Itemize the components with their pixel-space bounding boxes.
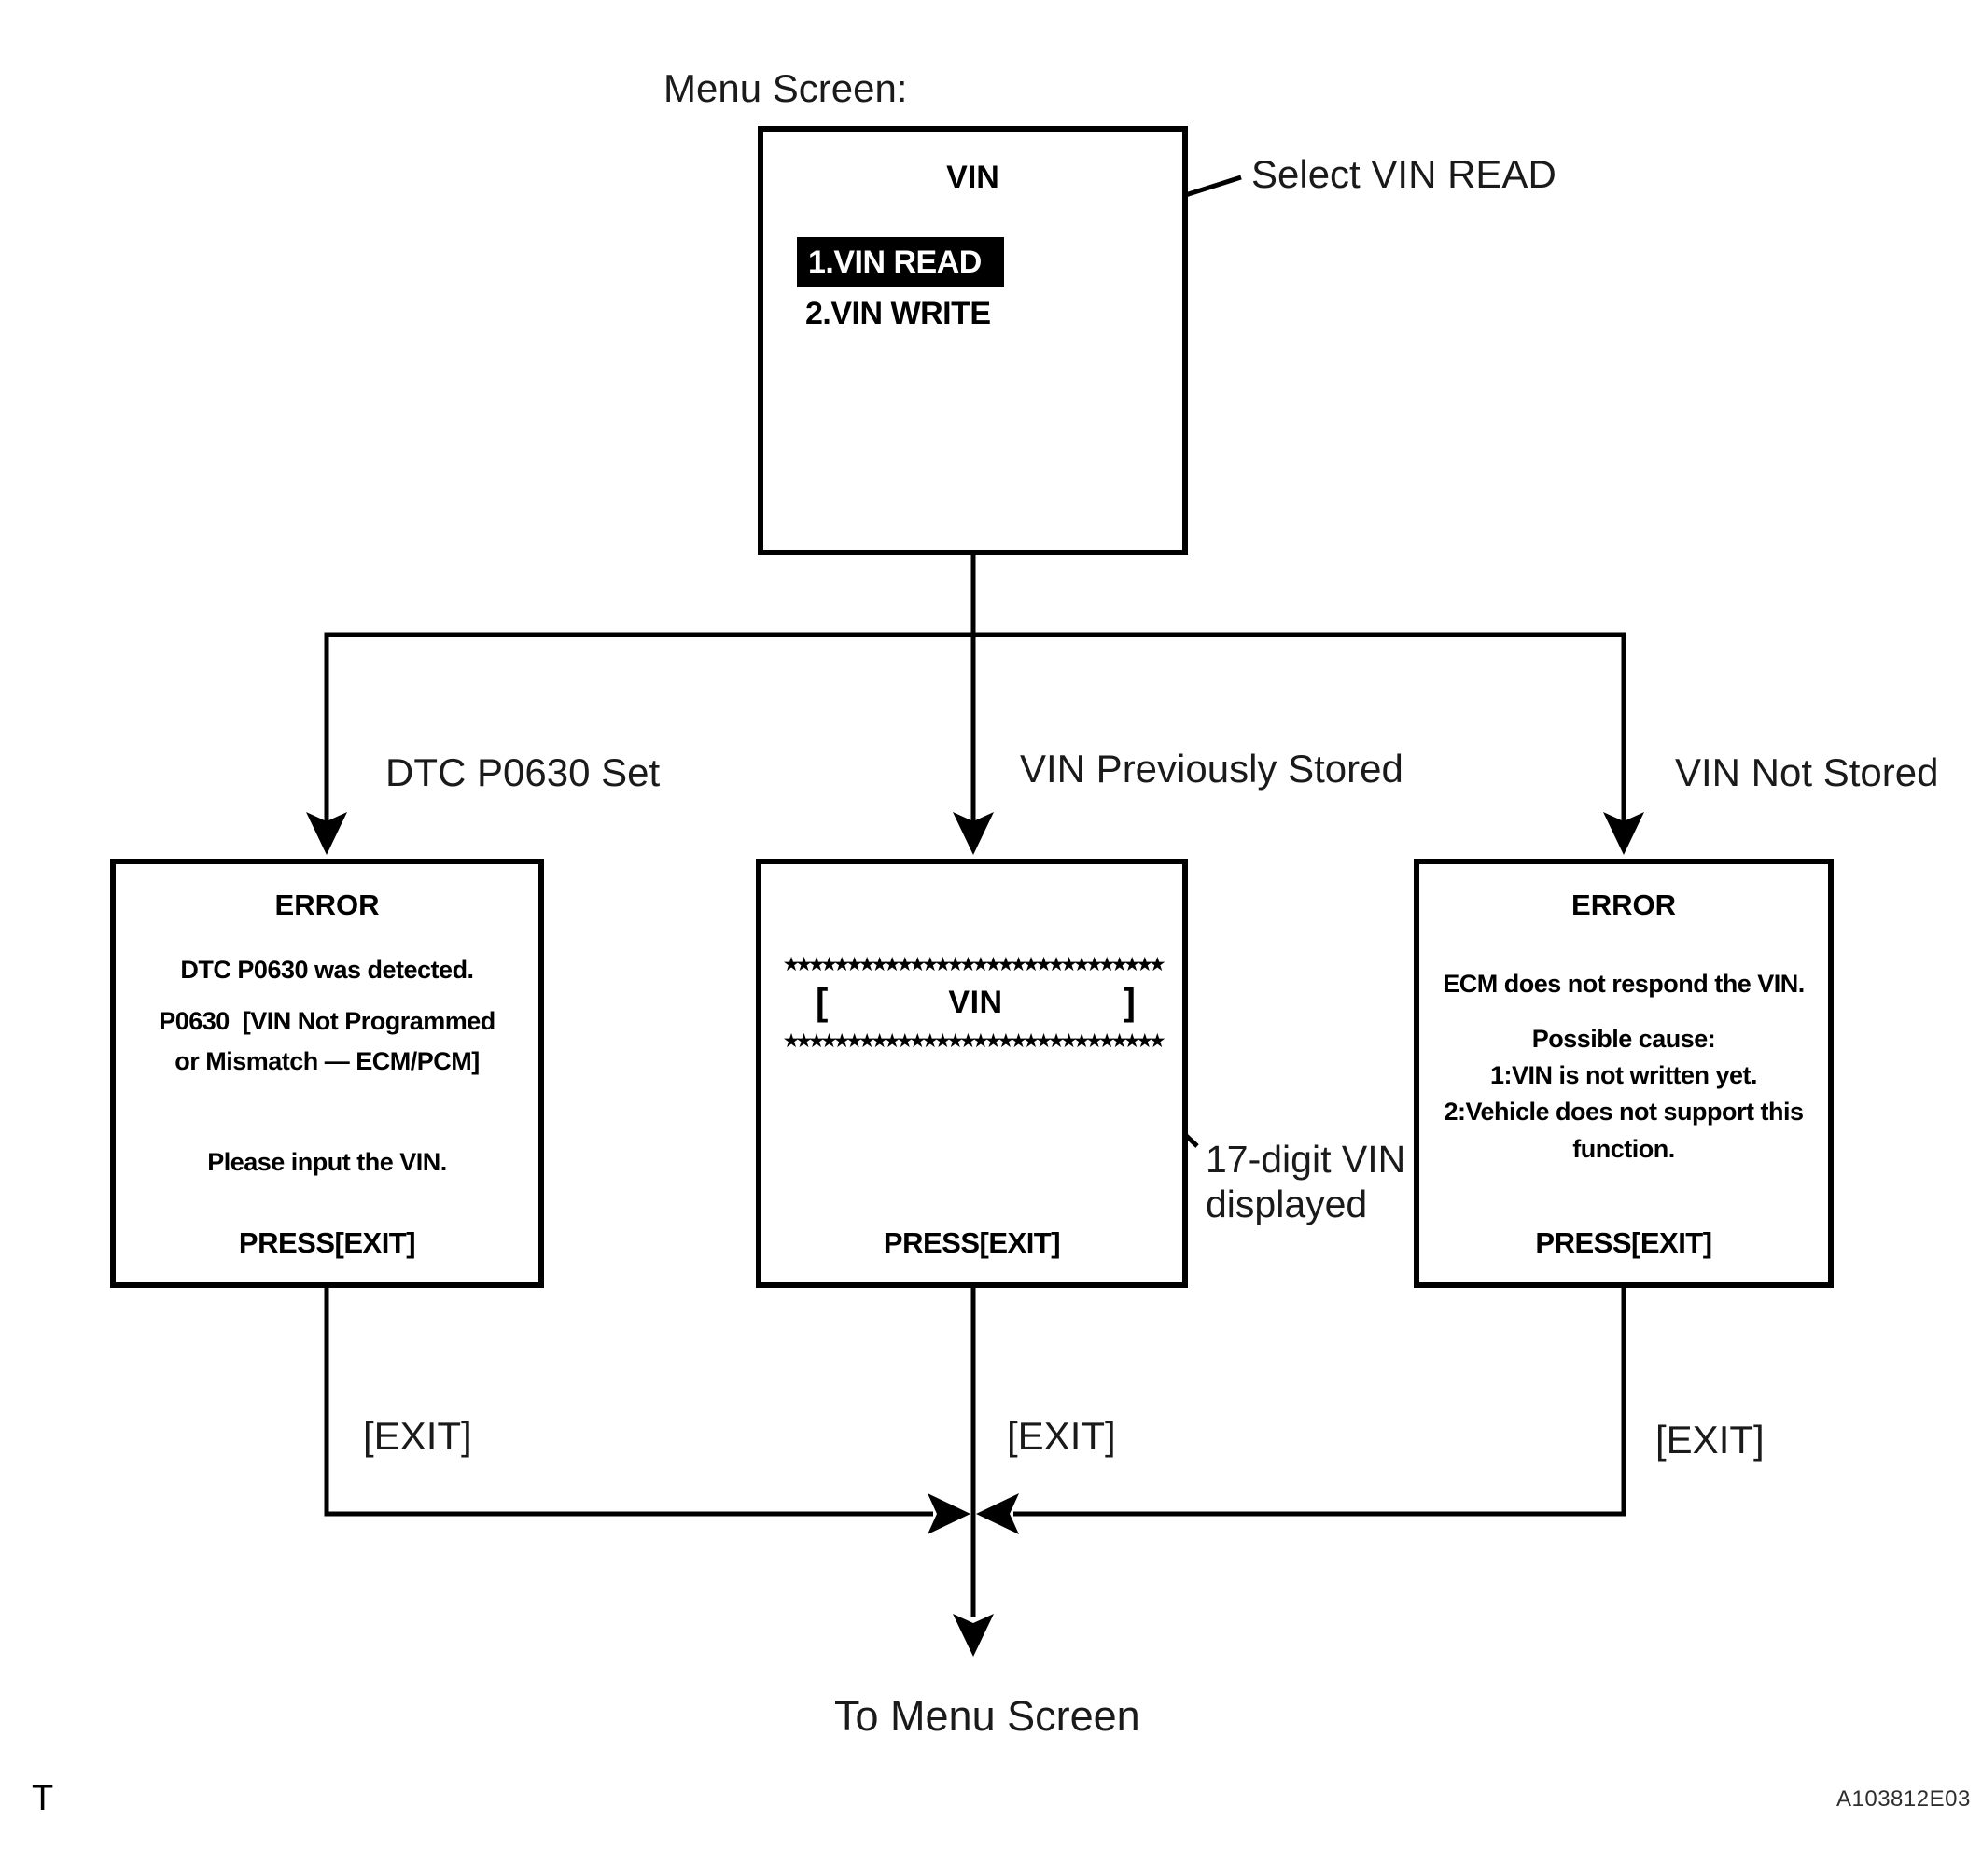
stars-row-bottom: ★★★★★★★★★★★★★★★★★★★★★★★★★★★★★★	[782, 1029, 1166, 1052]
menu-screen-box: VIN 1.VIN READ 2.VIN WRITE	[758, 126, 1188, 555]
exit-label-right: [EXIT]	[1655, 1418, 1765, 1462]
arrowhead-right-box	[1603, 812, 1644, 855]
arrowhead-middle-box	[953, 812, 994, 855]
branch-label-vin-stored: VIN Previously Stored	[1020, 747, 1403, 791]
error-title-right: ERROR	[1571, 889, 1676, 921]
exit-label-middle: [EXIT]	[1007, 1414, 1116, 1458]
vin-digits-callout-line2: displayed	[1206, 1183, 1368, 1225]
arrowhead-to-menu	[953, 1614, 994, 1657]
bracket-close: ]	[1123, 982, 1136, 1023]
arrowhead-merge-from-right	[976, 1493, 1019, 1534]
menu-item-vin-read-highlight: 1.VIN READ	[797, 237, 1004, 287]
error-line-mismatch: or Mismatch — ECM/PCM]	[174, 1047, 480, 1075]
press-exit-middle: PRESS[EXIT]	[883, 1226, 1061, 1259]
exit-label-left: [EXIT]	[363, 1414, 472, 1458]
error-line-function: function.	[1572, 1135, 1675, 1163]
press-exit-right: PRESS[EXIT]	[1535, 1226, 1712, 1259]
menu-box-title: VIN	[946, 160, 999, 195]
error-line-cause2: 2:Vehicle does not support this	[1444, 1098, 1804, 1126]
error-line-cause1: 1:VIN is not written yet.	[1489, 1061, 1758, 1089]
vin-digits-callout-line1: 17-digit VIN	[1206, 1138, 1406, 1181]
error-box-dtc-p0630: ERROR DTC P0630 was detected. P0630 [VIN…	[110, 859, 544, 1288]
vin-row: [ VIN ]	[816, 984, 1136, 1021]
press-exit-left: PRESS[EXIT]	[238, 1226, 416, 1259]
error-line-ecm: ECM does not respond the VIN.	[1443, 970, 1805, 998]
arrowhead-merge-from-left	[928, 1493, 970, 1534]
error-line-input-vin: Please input the VIN.	[207, 1148, 447, 1176]
menu-screen-label: Menu Screen:	[663, 66, 908, 110]
error-box-no-response: ERROR ECM does not respond the VIN. Poss…	[1414, 859, 1834, 1288]
stars-row-top: ★★★★★★★★★★★★★★★★★★★★★★★★★★★★★★	[782, 953, 1166, 975]
arrowhead-left-box	[306, 812, 347, 855]
branch-label-dtc-set: DTC P0630 Set	[385, 750, 661, 794]
bracket-open: [	[816, 982, 829, 1023]
line-exit-right	[1013, 1286, 1626, 1517]
line-distribution	[324, 632, 1626, 823]
figure-reference-code: A103812E03	[1836, 1786, 1971, 1812]
error-line-possible-cause: Possible cause:	[1531, 1025, 1716, 1053]
select-vin-read-label: Select VIN READ	[1251, 152, 1556, 196]
vin-value-label: VIN	[948, 984, 1003, 1020]
error-line-detected: DTC P0630 was detected.	[180, 956, 474, 984]
error-line-p0630: P0630 [VIN Not Programmed	[159, 1007, 496, 1035]
menu-item-vin-read: 1.VIN READ	[808, 244, 982, 280]
branch-label-vin-not-stored: VIN Not Stored	[1675, 750, 1939, 794]
to-menu-screen-label: To Menu Screen	[834, 1692, 1140, 1740]
vin-display-box: ★★★★★★★★★★★★★★★★★★★★★★★★★★★★★★ [ VIN ] ★…	[756, 859, 1188, 1288]
vin-digits-callout: 17-digit VIN displayed	[1206, 1137, 1405, 1226]
footer-section-mark: T	[32, 1779, 54, 1818]
line-exit-left	[324, 1286, 933, 1517]
menu-item-vin-write: 2.VIN WRITE	[805, 296, 991, 331]
error-title: ERROR	[274, 889, 380, 921]
